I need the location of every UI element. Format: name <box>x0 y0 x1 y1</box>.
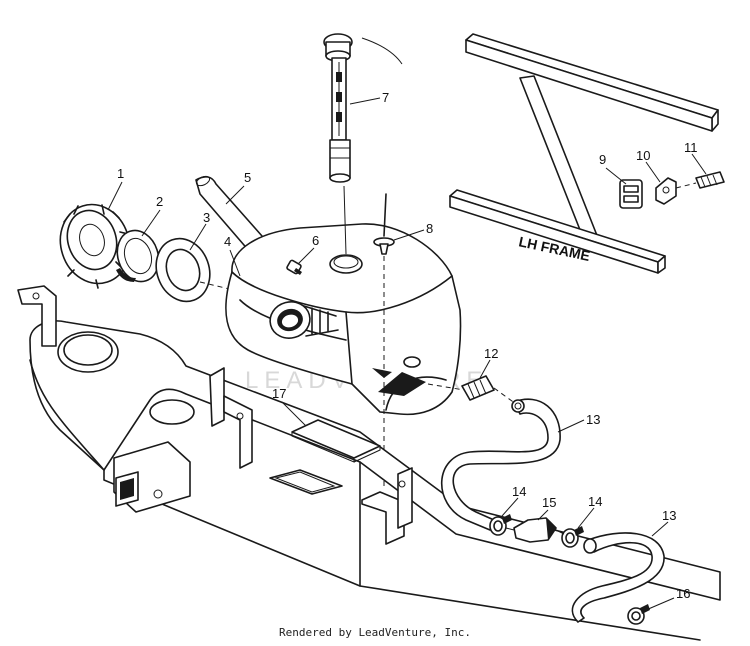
bracket-part-10 <box>655 177 677 205</box>
callout-14-left: 14 <box>512 484 526 499</box>
seal-ring-part-3 <box>155 237 211 303</box>
tank-mount-bracket-left <box>209 367 253 469</box>
callout-leaders <box>107 97 707 611</box>
callout-17: 17 <box>272 386 286 401</box>
fuel-hose-part-13-lower <box>571 532 665 623</box>
inline-filter-part-15 <box>505 517 565 543</box>
callout-3: 3 <box>203 210 210 225</box>
fuel-sender-part-7 <box>323 33 403 255</box>
gasket-part-2 <box>116 229 160 283</box>
fuel-hose-part-13-upper <box>440 398 561 531</box>
tank-pad-part-17 <box>291 419 381 463</box>
callout-10: 10 <box>636 148 650 163</box>
callout-7: 7 <box>382 90 389 105</box>
vent-fitting-part-6 <box>286 259 302 275</box>
bolt-part-11 <box>675 171 725 189</box>
callout-8: 8 <box>426 221 433 236</box>
fuel-tank-part-4 <box>225 223 462 416</box>
tank-mount-bracket-right <box>361 467 413 545</box>
callout-1: 1 <box>117 166 124 181</box>
callout-9: 9 <box>599 152 606 167</box>
frame-clip-part-9 <box>619 179 643 209</box>
callout-11: 11 <box>684 140 698 155</box>
lh-frame: LH FRAME <box>449 33 719 274</box>
outlet-fitting-part-12 <box>427 375 517 405</box>
callout-4: 4 <box>224 234 231 249</box>
callout-2: 2 <box>156 194 163 209</box>
callout-12: 12 <box>484 346 498 361</box>
callout-13-lower: 13 <box>662 508 676 523</box>
fuel-cap-part-1 <box>59 203 131 289</box>
hose-clamp-part-14-left <box>489 514 512 536</box>
callout-13-upper: 13 <box>586 412 600 427</box>
hose-clamp-part-16 <box>627 604 650 625</box>
callout-15: 15 <box>542 495 556 510</box>
callout-5: 5 <box>244 170 251 185</box>
footer-credit: Rendered by LeadVenture, Inc. <box>278 626 472 639</box>
callout-6: 6 <box>312 233 319 248</box>
grommet-part-8 <box>373 193 395 486</box>
callout-16: 16 <box>676 586 690 601</box>
hose-clamp-part-14-right <box>561 526 584 548</box>
callout-14-right: 14 <box>588 494 602 509</box>
